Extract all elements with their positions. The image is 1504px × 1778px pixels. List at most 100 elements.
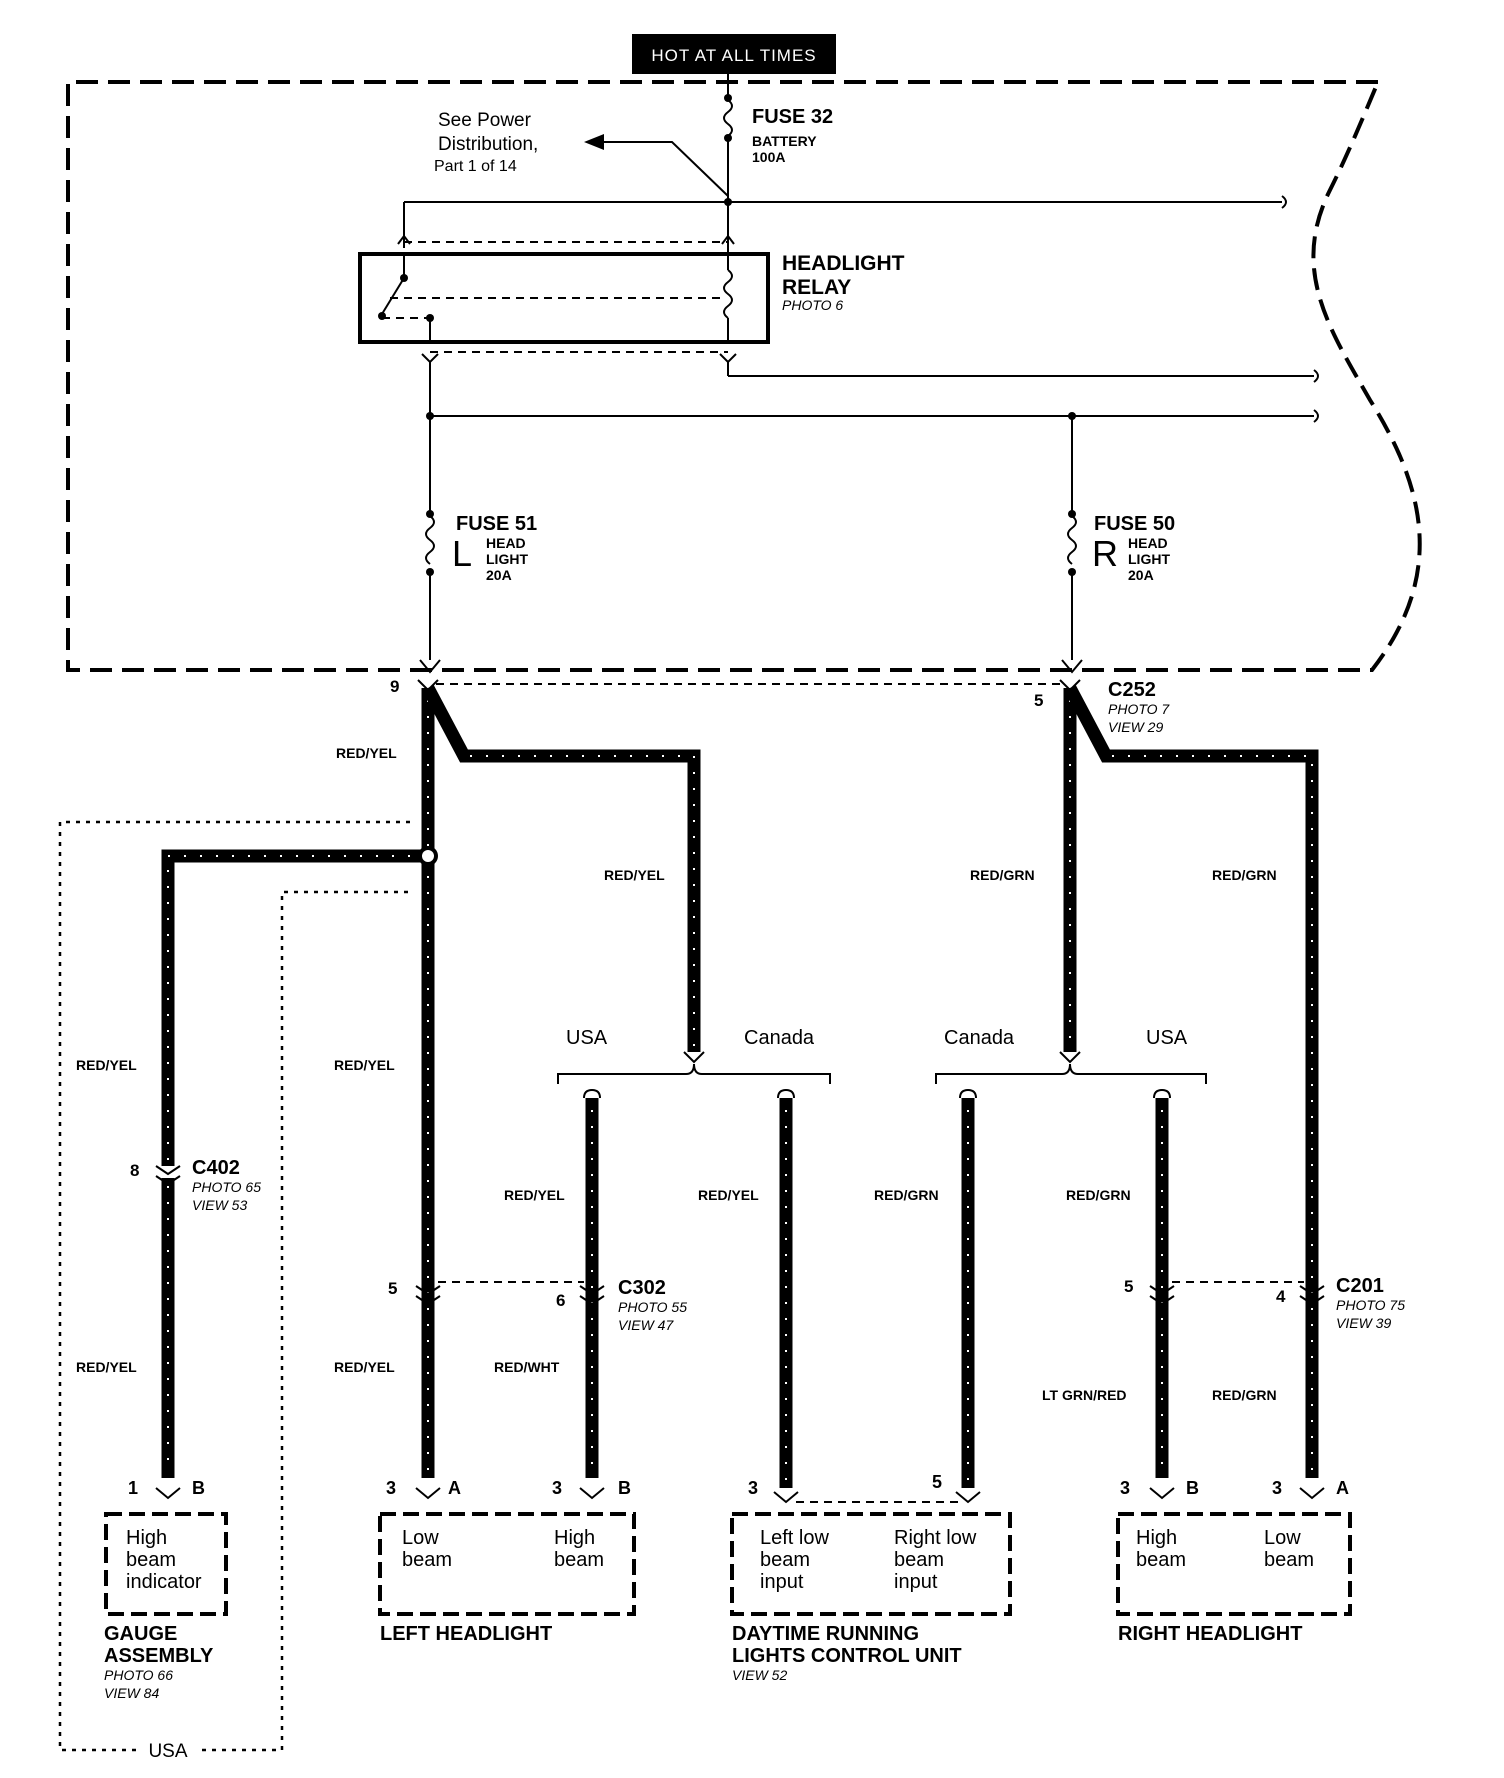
right-headlight-high-2: beam: [1136, 1549, 1186, 1571]
c201-name: C201: [1336, 1275, 1384, 1297]
c201-pin-right: 4: [1276, 1287, 1286, 1306]
c402-pin: 8: [130, 1161, 139, 1180]
fuse-51-symbol: [425, 515, 435, 565]
fuse-32-name: FUSE 32: [752, 106, 833, 128]
gauge-line2: beam: [126, 1549, 176, 1571]
wire-label-lt-grn-red: LT GRN/RED: [1042, 1387, 1127, 1403]
fuse-50-rating: 20A: [1128, 567, 1154, 583]
drl-pin-right: 5: [932, 1472, 942, 1492]
c252-pin-right: 5: [1034, 691, 1043, 710]
left-headlight-low-2: beam: [402, 1549, 452, 1571]
left-headlight-pin-a: A: [448, 1478, 461, 1498]
split-left: [557, 1063, 831, 1084]
right-headlight-pin-b: B: [1186, 1478, 1199, 1498]
c302-pin-left: 5: [388, 1279, 397, 1298]
wire-label-red-grn-1: RED/GRN: [970, 867, 1035, 883]
relay-name-line2: RELAY: [782, 276, 851, 299]
power-note-line2: Distribution,: [438, 134, 538, 155]
gauge-line1: High: [126, 1527, 167, 1549]
hot-at-all-times-label: HOT AT ALL TIMES: [651, 46, 816, 65]
wire-label-red-grn-5: RED/GRN: [1212, 1387, 1277, 1403]
splice-red-yel: [422, 850, 434, 862]
gauge-assembly-box: [104, 1512, 228, 1616]
left-headlight-pin-b-num: 3: [552, 1478, 562, 1498]
region-usa-left: USA: [566, 1027, 608, 1049]
power-note-arrow-icon: [584, 134, 604, 150]
fuse-50-desc1: HEAD: [1128, 535, 1168, 551]
gauge-photo: PHOTO 66: [104, 1667, 173, 1683]
power-note-line1: See Power: [438, 110, 532, 131]
right-headlight-high-1: High: [1136, 1527, 1177, 1549]
fuse-50-desc2: LIGHT: [1128, 551, 1170, 567]
wire-label-red-grn-3: RED/GRN: [874, 1187, 939, 1203]
c302-view: VIEW 47: [618, 1317, 674, 1333]
wire-red-grn-branch: [1064, 684, 1319, 1478]
wire-label-red-grn-2: RED/GRN: [1212, 867, 1277, 883]
c252-view: VIEW 29: [1108, 719, 1163, 735]
c201-photo: PHOTO 75: [1336, 1297, 1405, 1313]
fuse-50-symbol: [1067, 515, 1077, 565]
split-right: [935, 1063, 1207, 1084]
wire-label-red-yel-5: RED/YEL: [698, 1187, 759, 1203]
gauge-view: VIEW 84: [104, 1685, 159, 1701]
fuse-51-desc1: HEAD: [486, 535, 526, 551]
c252-name: C252: [1108, 679, 1156, 701]
power-note-leader: [600, 141, 729, 197]
drl-left-1: Left low: [760, 1527, 829, 1549]
region-usa-right: USA: [1146, 1027, 1188, 1049]
c252-pin-left: 9: [390, 677, 399, 696]
wire-label-red-grn-4: RED/GRN: [1066, 1187, 1131, 1203]
fuse-32-rating: 100A: [752, 149, 785, 165]
left-headlight-high-2: beam: [554, 1549, 604, 1571]
drl-view: VIEW 52: [732, 1667, 787, 1683]
drl-left-3: input: [760, 1571, 804, 1593]
left-headlight-box: [378, 1512, 636, 1616]
drl-box: [730, 1512, 1012, 1616]
hot-at-all-times-box: [632, 34, 836, 74]
right-headlight-low-1: Low: [1264, 1527, 1301, 1549]
gauge-usa-label: USA: [148, 1741, 187, 1762]
drl-title1: DAYTIME RUNNING: [732, 1623, 919, 1645]
drl-pin-left: 3: [748, 1478, 758, 1498]
drl-right-1: Right low: [894, 1527, 977, 1549]
headlight-relay-box: [358, 252, 770, 344]
fuse-50-name: FUSE 50: [1094, 513, 1175, 535]
c252-photo: PHOTO 7: [1108, 701, 1170, 717]
c201-view: VIEW 39: [1336, 1315, 1391, 1331]
gauge-pin-num: 1: [128, 1478, 138, 1498]
fuse-51-rating: 20A: [486, 567, 512, 583]
drl-right-2: beam: [894, 1549, 944, 1571]
fuse-51-side: L: [452, 533, 472, 574]
fuse-51-desc2: LIGHT: [486, 551, 528, 567]
c201-pin-left: 5: [1124, 1277, 1133, 1296]
c402-name: C402: [192, 1157, 240, 1179]
region-canada-right: Canada: [944, 1027, 1015, 1049]
c302-pin-right: 6: [556, 1291, 565, 1310]
right-headlight-pin-a: A: [1336, 1478, 1349, 1498]
region-canada-left: Canada: [744, 1027, 815, 1049]
wire-label-red-yel-gauge-2: RED/YEL: [76, 1359, 137, 1375]
relay-name-line1: HEADLIGHT: [782, 252, 905, 275]
gauge-line3: indicator: [126, 1571, 202, 1593]
right-headlight-pin-a-num: 3: [1272, 1478, 1282, 1498]
gauge-usa-region: [58, 820, 410, 1752]
c402-view: VIEW 53: [192, 1197, 247, 1213]
wire-label-red-wht: RED/WHT: [494, 1359, 560, 1375]
left-headlight-pin-a-num: 3: [386, 1478, 396, 1498]
right-headlight-box: [1116, 1512, 1352, 1616]
fuse-box-outline: [66, 80, 1422, 672]
drl-title2: LIGHTS CONTROL UNIT: [732, 1645, 962, 1667]
relay-coil-icon: [723, 269, 733, 319]
left-headlight-high-1: High: [554, 1527, 595, 1549]
fuse-32-desc: BATTERY: [752, 133, 817, 149]
c302-name: C302: [618, 1277, 666, 1299]
c302-photo: PHOTO 55: [618, 1299, 687, 1315]
wire-label-red-yel-2: RED/YEL: [604, 867, 665, 883]
fuse-51-name: FUSE 51: [456, 513, 537, 535]
left-headlight-low-1: Low: [402, 1527, 439, 1549]
relay-photo: PHOTO 6: [782, 297, 843, 313]
drl-right-3: input: [894, 1571, 938, 1593]
right-headlight-title: RIGHT HEADLIGHT: [1118, 1623, 1302, 1645]
left-headlight-title: LEFT HEADLIGHT: [380, 1623, 552, 1645]
